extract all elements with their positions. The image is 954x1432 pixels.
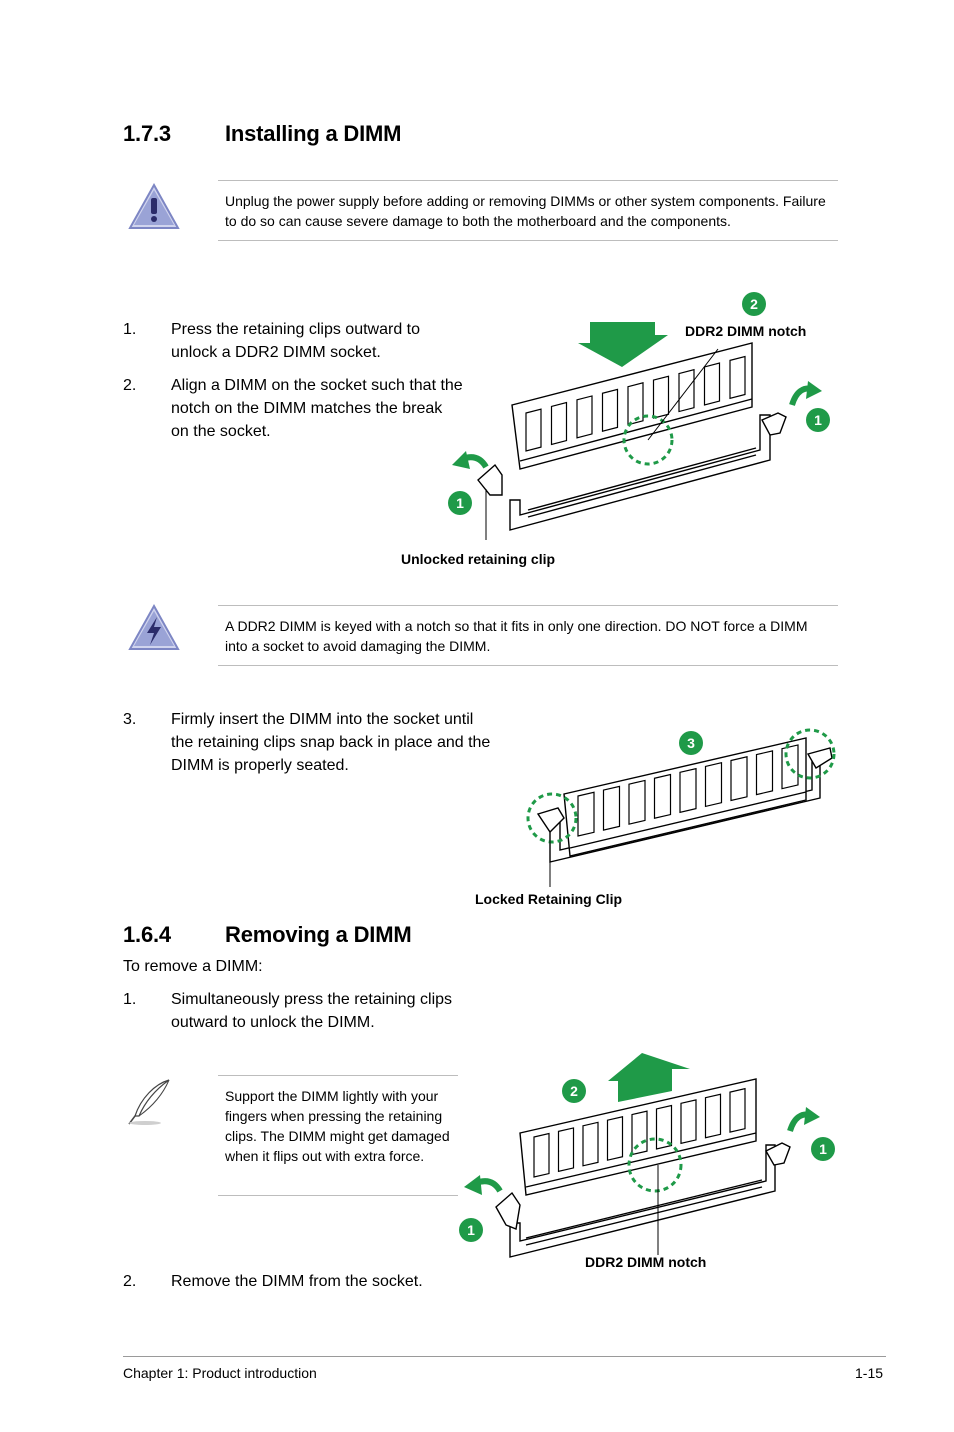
section-heading-remove: 1.6.4 Removing a DIMM bbox=[123, 922, 623, 950]
warning-icon bbox=[127, 182, 181, 232]
badge-text: 1 bbox=[456, 495, 464, 511]
step-2: 2. Align a DIMM on the socket such that … bbox=[123, 374, 473, 444]
step-badge-1 bbox=[448, 491, 472, 515]
badge-text: 2 bbox=[570, 1083, 578, 1099]
memory-chip bbox=[730, 756, 748, 802]
memory-chip bbox=[601, 388, 619, 433]
divider bbox=[218, 240, 838, 241]
step-3: 3. Firmly insert the DIMM into the socke… bbox=[123, 708, 503, 778]
step-1: 1. Press the retaining clips outward to … bbox=[123, 318, 473, 366]
memory-chip bbox=[577, 791, 595, 837]
step-number: 3. bbox=[123, 711, 137, 728]
memory-chip bbox=[729, 355, 746, 400]
warning-text: Unplug the power supply before adding or… bbox=[225, 193, 826, 229]
footer-chapter: Chapter 1: Product introduction bbox=[123, 1365, 317, 1381]
memory-chip bbox=[628, 779, 646, 825]
step-badge-3 bbox=[679, 731, 703, 755]
unlocked-clip-label: Unlocked retaining clip bbox=[401, 551, 556, 567]
step-number: 2. bbox=[123, 1273, 137, 1290]
divider bbox=[218, 605, 838, 606]
badge-text: 2 bbox=[750, 296, 758, 312]
section-heading-install: 1.7.3 Installing a DIMM bbox=[123, 121, 623, 149]
divider bbox=[218, 665, 838, 666]
memory-chip bbox=[704, 1093, 722, 1139]
badge-text: 1 bbox=[819, 1141, 827, 1157]
step-badge-2 bbox=[742, 292, 766, 316]
memory-chip bbox=[704, 761, 723, 808]
step-number: 2. bbox=[123, 377, 137, 394]
step-badge-1 bbox=[811, 1137, 835, 1161]
section-title: Removing a DIMM bbox=[225, 922, 412, 947]
step-text: Simultaneously press the retaining clips… bbox=[171, 991, 453, 1031]
memory-chip bbox=[533, 1132, 550, 1178]
memory-chip bbox=[679, 767, 697, 814]
memory-chip bbox=[631, 1110, 648, 1156]
step-badge-1 bbox=[806, 408, 830, 432]
divider bbox=[218, 1075, 458, 1076]
badge-text: 3 bbox=[687, 735, 695, 751]
note-text: Support the DIMM lightly with your finge… bbox=[225, 1088, 450, 1164]
section-number: 1.7.3 bbox=[123, 121, 171, 146]
step-number: 1. bbox=[123, 321, 137, 338]
memory-chip bbox=[653, 773, 672, 820]
step-number: 1. bbox=[123, 991, 137, 1008]
locked-clip-label: Locked Retaining Clip bbox=[475, 891, 623, 907]
memory-chip bbox=[729, 1087, 746, 1133]
divider bbox=[218, 180, 838, 181]
notch-label: DDR2 DIMM notch bbox=[585, 1254, 707, 1270]
badge-text: 1 bbox=[814, 412, 822, 428]
badge-text: 1 bbox=[467, 1222, 475, 1238]
memory-chip bbox=[576, 395, 593, 439]
memory-chip bbox=[755, 750, 774, 796]
memory-chip bbox=[606, 1115, 624, 1161]
step-badge-1 bbox=[459, 1218, 483, 1242]
step-badge-2 bbox=[562, 1079, 586, 1103]
footer-page-number: 1-15 bbox=[855, 1365, 884, 1381]
section-number: 1.6.4 bbox=[123, 922, 171, 947]
step-text: Remove the DIMM from the socket. bbox=[171, 1273, 423, 1290]
memory-chip bbox=[557, 1127, 575, 1173]
memory-chip bbox=[652, 375, 670, 419]
memory-chip bbox=[525, 408, 542, 452]
section-title: Installing a DIMM bbox=[225, 121, 402, 146]
feather-note-icon bbox=[125, 1076, 175, 1128]
figure-unlock-insert: 2 1 1 bbox=[440, 285, 840, 545]
memory-chip bbox=[680, 1099, 697, 1145]
step-text: Firmly insert the DIMM into the socket u… bbox=[171, 711, 491, 774]
notch-label: DDR2 DIMM notch bbox=[685, 323, 807, 339]
memory-chip bbox=[602, 785, 621, 831]
memory-chip bbox=[627, 382, 644, 426]
figure-remove: 2 1 1 bbox=[450, 1045, 845, 1260]
remove-step-1: 1. Simultaneously press the retaining cl… bbox=[123, 988, 493, 1036]
remove-step-2: 2. Remove the DIMM from the socket. bbox=[123, 1270, 523, 1294]
caution-icon bbox=[127, 603, 181, 653]
footer-rule bbox=[123, 1356, 886, 1357]
memory-chip bbox=[550, 401, 568, 446]
step-text: Align a DIMM on the socket such that the… bbox=[171, 377, 463, 440]
remove-intro: To remove a DIMM: bbox=[123, 958, 263, 975]
divider bbox=[218, 1195, 458, 1196]
memory-chip bbox=[781, 744, 799, 790]
memory-chip bbox=[703, 362, 721, 406]
step-text: Press the retaining clips outward to unl… bbox=[171, 321, 421, 361]
caution-text: A DDR2 DIMM is keyed with a notch so tha… bbox=[225, 618, 808, 654]
memory-chip bbox=[582, 1121, 599, 1167]
figure-locked: 3 bbox=[520, 722, 845, 887]
